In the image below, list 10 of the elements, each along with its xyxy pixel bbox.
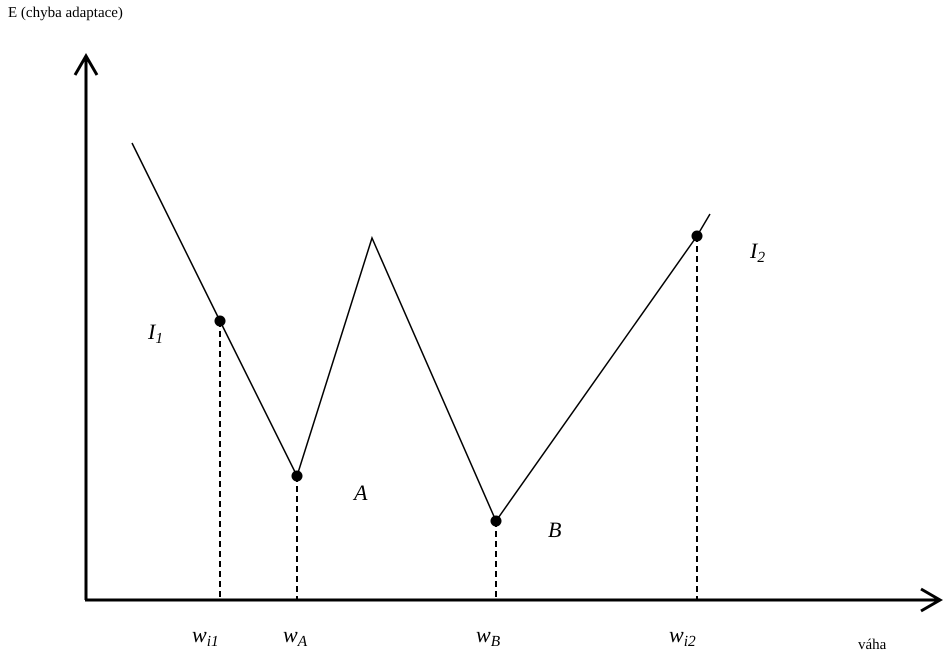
tick-label: w$_{i1}$ [192,624,219,650]
curve-label: I$_{1}$ [148,321,164,346]
minimum-label: A [354,482,368,504]
axis-label: váha [858,638,886,653]
tick-label: w$_{i2}$ [669,624,696,650]
curve-label: I$_{2}$ [750,240,766,266]
tick-label: w$_{A}$ [283,624,308,650]
tick-label: w$_{B}$ [476,624,500,650]
minimum-label: B [548,519,562,541]
axis-label: E (chyba adaptace) [8,6,123,21]
